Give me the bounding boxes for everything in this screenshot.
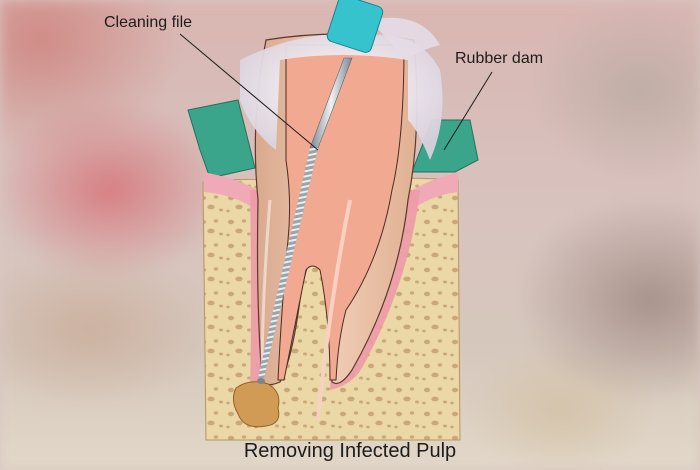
rubber-dam-label: Rubber dam — [455, 50, 544, 67]
rubber-dam-leader — [443, 71, 493, 151]
root-canal-right — [316, 199, 352, 421]
gum-left — [187, 99, 256, 179]
cleaning-file-label: Cleaning file — [104, 14, 193, 31]
cleaning-file — [257, 0, 384, 384]
infection-area — [232, 381, 280, 428]
cleaning-file-leader — [179, 33, 319, 151]
diagram-caption: Removing Infected Pulp — [243, 440, 457, 462]
